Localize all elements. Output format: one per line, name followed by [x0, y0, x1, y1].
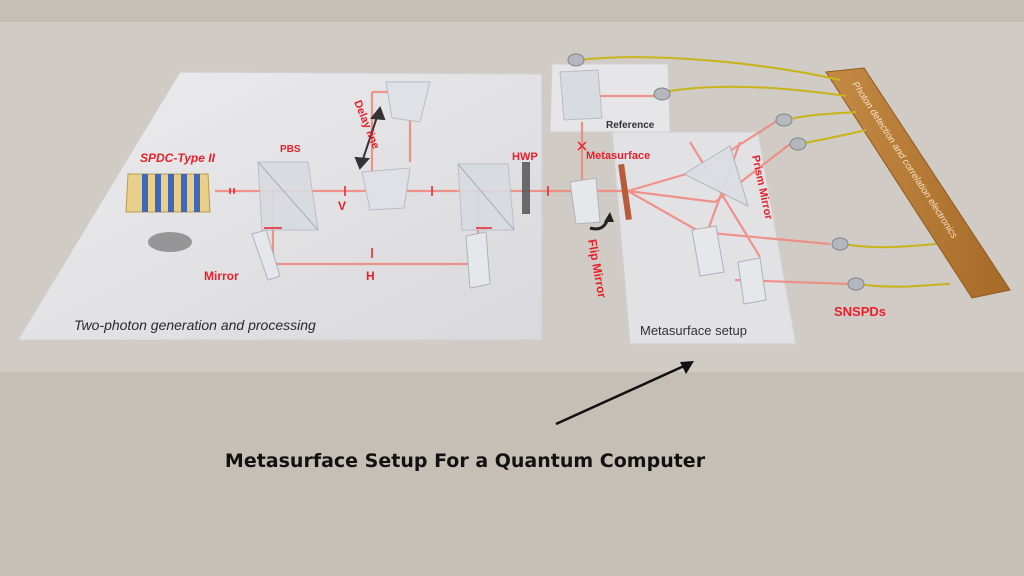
pbs-cube — [257, 161, 319, 231]
label-hwp: HWP — [512, 151, 538, 163]
label-main-panel: Two-photon generation and processing — [74, 317, 316, 333]
mirrors — [251, 225, 767, 305]
electronics-bar — [825, 67, 1011, 299]
label-pbs: PBS — [280, 144, 301, 155]
label-meta-panel: Metasurface setup — [640, 323, 747, 338]
delay-line-arrow — [354, 105, 386, 170]
reference-cube — [559, 69, 603, 121]
label-metasurface: Metasurface — [586, 150, 650, 162]
spdc-crystal — [125, 173, 211, 252]
detectors — [567, 53, 865, 291]
polarization-markers — [229, 141, 587, 258]
metasurface-element — [618, 163, 632, 221]
optical-setup-diagram: SPDC-Type II PBS Delay line HWP Metasurf… — [0, 22, 1024, 372]
hwp-plate — [522, 162, 530, 214]
label-mirror: Mirror — [204, 269, 239, 283]
label-snspds: SNSPDs — [834, 304, 886, 319]
beam-combiner-cube — [457, 163, 515, 231]
caption: Metasurface Setup For a Quantum Computer — [224, 450, 706, 472]
prism-mirror — [682, 145, 749, 207]
fiber-cables — [577, 56, 951, 288]
label-spdc: SPDC-Type II — [140, 151, 216, 165]
label-v: V — [338, 199, 346, 213]
flip-mirror — [569, 177, 614, 231]
delay-line-prisms — [361, 81, 431, 211]
label-reference-panel: Reference — [606, 120, 655, 131]
label-h: H — [366, 269, 375, 283]
